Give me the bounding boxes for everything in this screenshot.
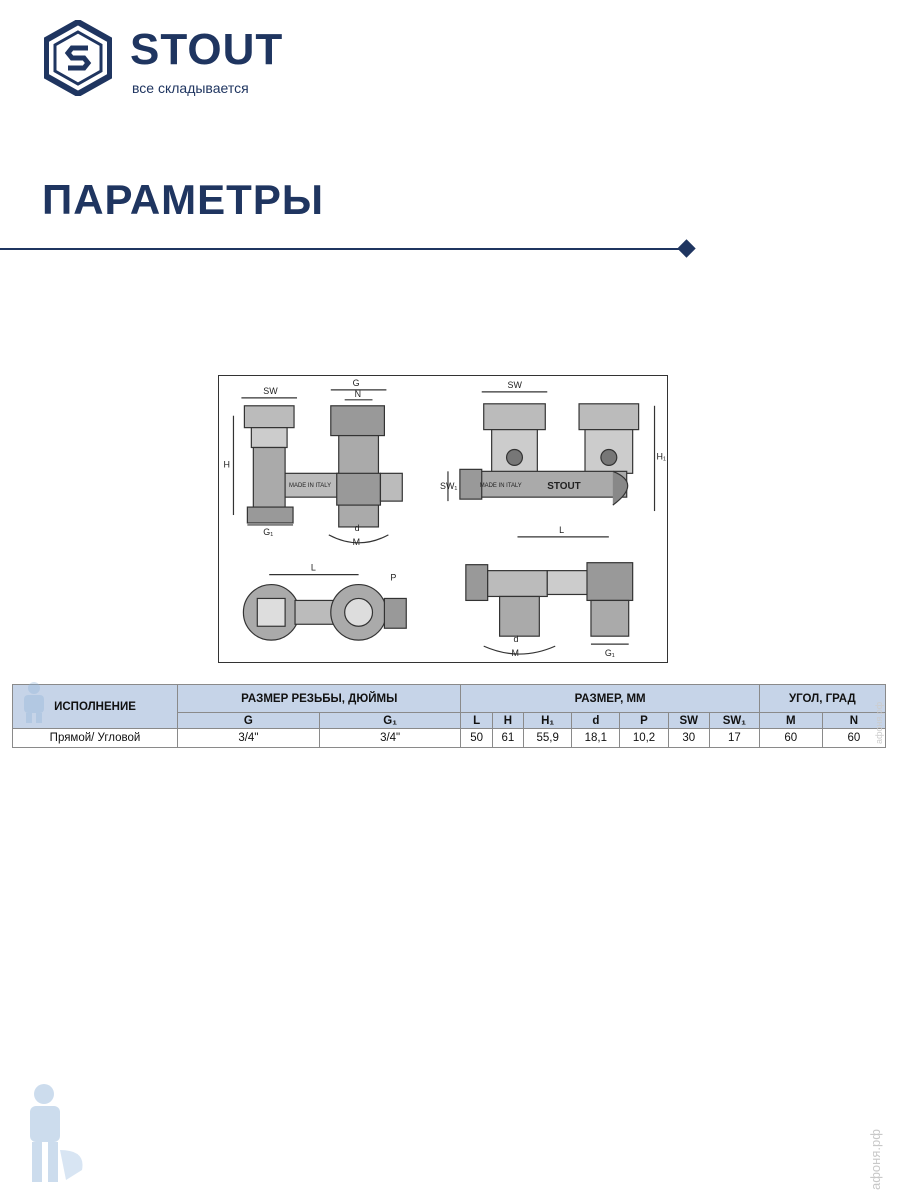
table-cell: 55,9 [523,728,573,748]
title-divider [0,248,684,250]
label-p: P [390,573,396,583]
column-header: d [571,712,621,729]
column-header: SW [667,712,710,729]
label-m-bottom: M [512,648,519,658]
label-h: H [224,459,230,469]
brand-tagline: все складывается [132,80,249,96]
side-watermark: афоня.рф [868,1129,883,1190]
label-made-in: MADE IN ITALY [289,483,331,489]
header-size: РАЗМЕР, ММ [460,684,760,713]
label-d: d [355,523,360,533]
label-sw: SW [263,386,278,396]
column-header: H₁ [523,712,573,729]
table-cell: 17 [708,728,760,748]
row-name: Прямой/ Угловой [12,728,178,748]
column-header: L [460,712,493,729]
header-thread: РАЗМЕР РЕЗЬБЫ, ДЮЙМЫ [176,684,462,713]
stout-hexagon-icon [44,20,112,96]
table-cell: 18,1 [571,728,621,748]
label-logo: STOUT [547,481,580,492]
plumber-watermark-icon [24,682,44,723]
label-g1: G₁ [263,527,273,537]
plumber-watermark-icon [30,1084,83,1182]
brand-logo: STOUT все складывается [44,20,284,100]
label-d-bottom: d [514,634,519,644]
label-l-left: L [311,563,316,573]
header-name: ИСПОЛНЕНИЕ [12,684,178,729]
table-cell: 50 [460,728,493,748]
top-view [242,574,407,641]
column-header: SW₁ [708,712,760,729]
divider-diamond [677,239,696,258]
column-header: G [177,712,320,729]
label-sw-right: SW [508,380,523,390]
label-g: G [353,378,360,388]
label-g1-bottom: G₁ [605,648,615,658]
label-l-right: L [559,525,564,535]
table-cell: 3/4" [177,728,320,748]
table-row: Прямой/ Угловой 3/4" 3/4" 50 61 55,9 18,… [12,728,887,748]
front-view [232,389,403,544]
side-watermark-small: афоня.рф [874,701,884,744]
column-header: H [491,712,525,729]
table-cell: 60 [758,728,823,748]
table-cell: 3/4" [318,728,462,748]
valve-drawing-svg: SW G N H G₁ d M MADE IN ITALY SW SW₁ H₁ … [224,378,666,658]
parameters-table: ИСПОЛНЕНИЕ РАЗМЕР РЕЗЬБЫ, ДЮЙМЫ РАЗМЕР, … [12,684,887,748]
column-header: M [758,712,823,729]
label-made-in-right: MADE IN ITALY [480,483,522,489]
label-sw1: SW₁ [440,481,457,491]
header-angle: УГОЛ, ГРАД [758,684,887,713]
table-cell: 10,2 [619,728,669,748]
column-header: N [821,712,887,729]
label-h1: H₁ [657,451,666,461]
table-cell: 30 [667,728,710,748]
table-cell: 61 [491,728,525,748]
bottom-view [465,562,634,655]
column-header: P [619,712,669,729]
side-view [447,391,656,538]
table-cell: 60 [821,728,887,748]
technical-drawing: SW G N H G₁ d M MADE IN ITALY SW SW₁ H₁ … [218,375,668,663]
label-m: M [353,537,360,547]
page-title: ПАРАМЕТРЫ [42,176,324,223]
brand-name: STOUT [130,25,284,74]
column-header: G₁ [318,712,462,729]
label-n: N [355,389,361,399]
